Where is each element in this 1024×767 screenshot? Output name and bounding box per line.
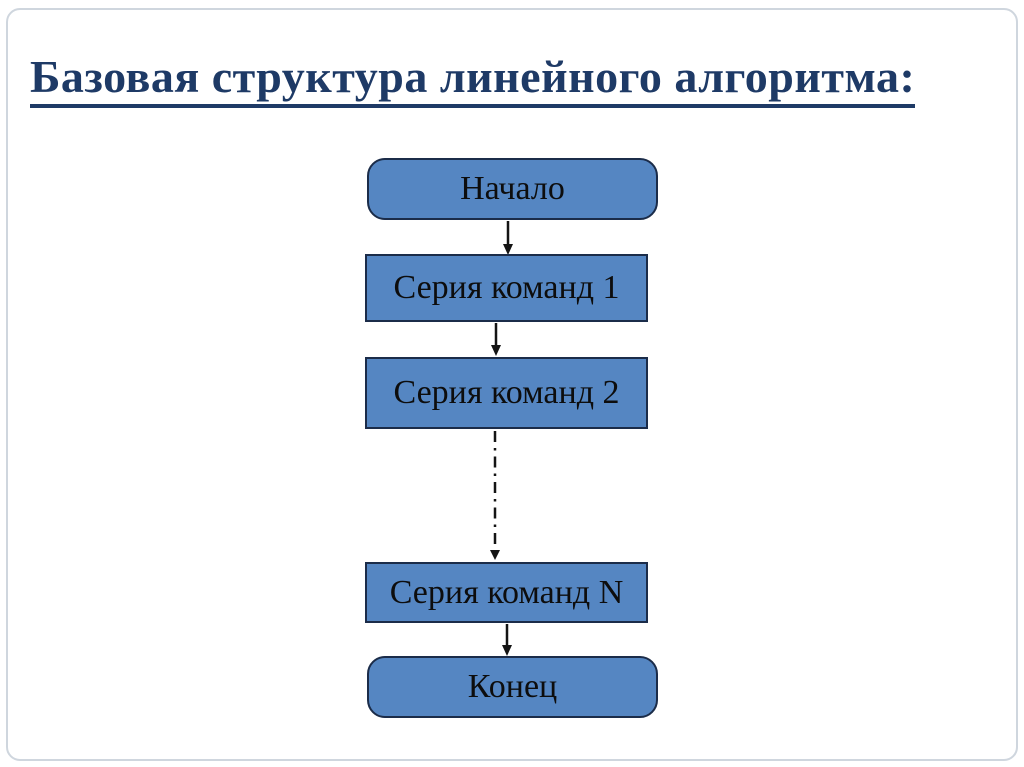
flowchart-node-end: Конец	[367, 656, 658, 718]
arrow-series1-to-series2	[491, 323, 501, 356]
flowchart-node-series1: Серия команд 1	[365, 254, 648, 322]
flowchart-node-seriesN: Серия команд N	[365, 562, 648, 623]
node-label-series2: Серия команд 2	[393, 374, 620, 411]
slide-title: Базовая структура линейного алгоритма:	[30, 51, 916, 108]
arrow-seriesN-to-end	[502, 624, 512, 656]
arrow-start-to-series1	[503, 221, 513, 255]
dash-dot-arrow-series2-to-seriesN	[490, 431, 500, 560]
node-label-seriesN: Серия команд N	[389, 573, 624, 611]
node-label-series1: Серия команд 1	[393, 269, 620, 306]
node-label-start: Начало	[460, 170, 565, 207]
flowchart-node-series2: Серия команд 2	[365, 357, 648, 429]
flowchart-node-start: Начало	[367, 158, 658, 220]
node-label-end: Конец	[467, 668, 558, 705]
